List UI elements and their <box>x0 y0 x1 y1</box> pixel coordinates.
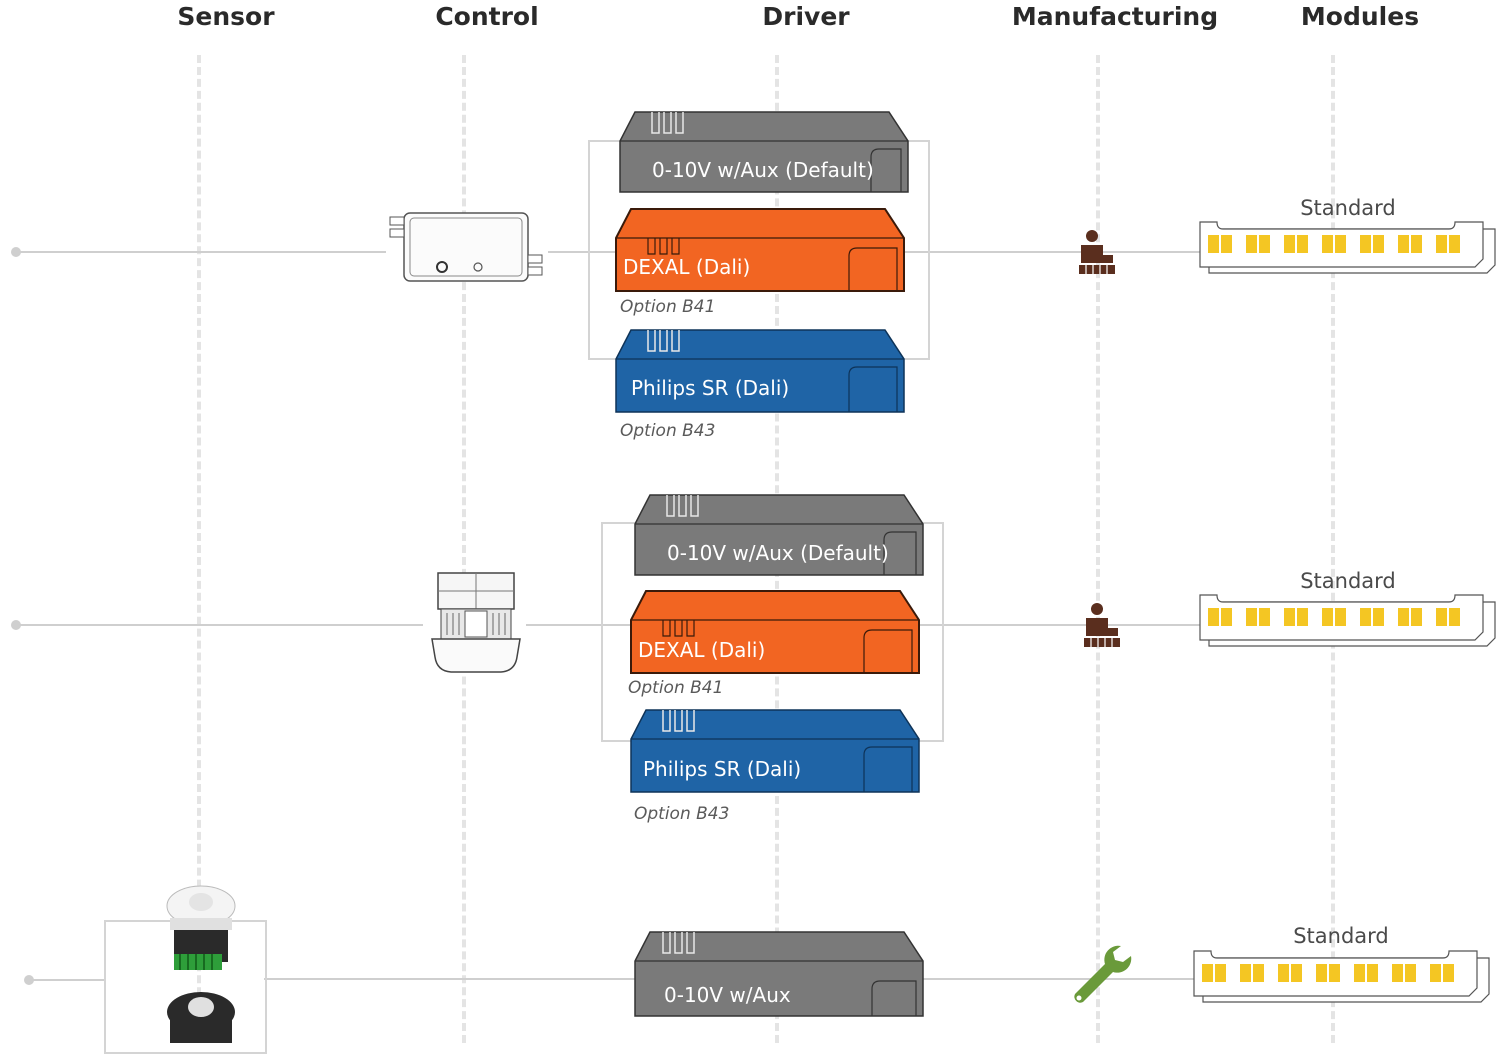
technician-icon <box>1084 603 1120 647</box>
column-guide-sensor <box>197 55 201 1043</box>
column-header-control: Control <box>435 2 539 31</box>
module-label: Standard <box>1300 569 1396 593</box>
connector-line <box>526 624 632 626</box>
control-module-image <box>389 212 543 282</box>
led-module <box>1193 950 1490 1003</box>
led-module <box>1199 594 1496 647</box>
driver-blue: Philips SR (Dali) <box>615 329 905 413</box>
option-label: Option B41 <box>628 678 724 698</box>
option-label: Option B41 <box>620 297 716 317</box>
driver-gray: 0-10V w/Aux (Default) <box>634 494 924 576</box>
column-header-sensor: Sensor <box>177 2 275 31</box>
connector-line <box>16 624 423 626</box>
control-module-image <box>431 572 521 673</box>
driver-label: 0-10V w/Aux <box>664 983 791 1007</box>
driver-label: 0-10V w/Aux (Default) <box>652 158 874 182</box>
column-header-modules: Modules <box>1300 2 1420 31</box>
option-label: Option B43 <box>634 804 730 824</box>
driver-label: 0-10V w/Aux (Default) <box>667 541 889 565</box>
led-module <box>1199 221 1496 274</box>
module-label: Standard <box>1300 196 1396 220</box>
connector-line <box>16 251 386 253</box>
column-header-manufacturing: Manufacturing <box>1011 2 1219 31</box>
driver-label: DEXAL (Dali) <box>638 638 765 662</box>
wrench-icon <box>1074 945 1132 1003</box>
sensor-image-black <box>167 992 235 1043</box>
connector-line <box>28 979 104 981</box>
column-guide-control <box>462 55 466 1043</box>
module-label: Standard <box>1293 924 1389 948</box>
sensor-image-white <box>166 885 236 970</box>
connector-line <box>920 978 1196 980</box>
technician-icon <box>1079 230 1115 274</box>
driver-gray: 0-10V w/Aux (Default) <box>619 111 909 193</box>
connector-line <box>904 251 1204 253</box>
driver-gray: 0-10V w/Aux <box>634 931 924 1017</box>
option-label: Option B43 <box>620 421 716 441</box>
driver-label: Philips SR (Dali) <box>643 757 801 781</box>
driver-orange: DEXAL (Dali) <box>630 590 920 674</box>
column-guide-manufacturing <box>1096 55 1100 1043</box>
connector-line <box>264 978 636 980</box>
column-header-driver: Driver <box>762 2 850 31</box>
driver-orange: DEXAL (Dali) <box>615 208 905 292</box>
connector-line <box>548 251 618 253</box>
driver-label: Philips SR (Dali) <box>631 376 789 400</box>
connector-line <box>916 624 1204 626</box>
column-guide-modules <box>1331 55 1335 1043</box>
driver-label: DEXAL (Dali) <box>623 255 750 279</box>
driver-blue: Philips SR (Dali) <box>630 709 920 793</box>
